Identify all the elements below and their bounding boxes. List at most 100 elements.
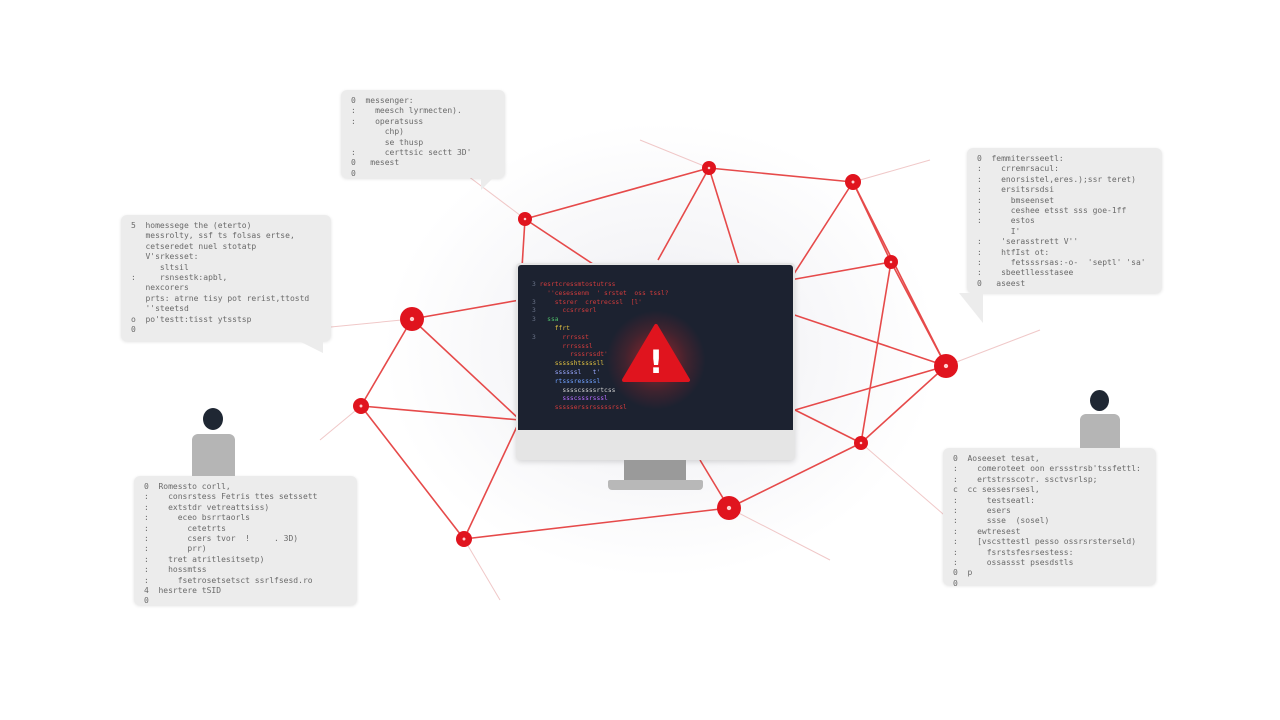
- code-line: 4 hesrtere tSID: [144, 586, 222, 596]
- network-edge: [708, 167, 854, 183]
- monitor-neck: [624, 460, 686, 482]
- code-text: rrrssst: [539, 333, 589, 341]
- line-number: [532, 325, 540, 332]
- user-icon: [192, 408, 235, 476]
- line-number: [532, 290, 540, 297]
- code-line: 0: [351, 168, 356, 178]
- code-text: ffrt: [539, 324, 570, 332]
- code-text: ssssserssrsssssrssl: [539, 404, 627, 412]
- screen-code-line: rtsssressssl: [532, 378, 669, 387]
- network-edge: [728, 442, 862, 509]
- screen-code-line: 3 ccsrrserl: [532, 307, 669, 316]
- code-line: : ssse (sosel): [953, 516, 1050, 526]
- network-edge: [411, 318, 521, 421]
- code-line: prts: atrne tisy pot rerist,ttostd: [131, 293, 310, 303]
- code-text: resrtcressmtostutrss: [539, 281, 616, 288]
- person-body: [192, 434, 235, 476]
- network-node-center: [726, 505, 732, 511]
- code-line: 5 homessege the (eterto): [131, 221, 252, 230]
- screen-code-line: sssscssssrtcss: [532, 387, 669, 396]
- code-line: : rsnsestk:apbl,: [131, 273, 228, 283]
- code-text: ssscsssrsssl: [539, 395, 608, 403]
- code-line: : 'serasstrett V'': [977, 237, 1079, 247]
- code-text: ssa: [539, 316, 559, 324]
- network-edge-faint: [852, 159, 931, 183]
- code-line: 0 Romessto corll,: [144, 482, 231, 491]
- bubble-tail: [959, 293, 983, 323]
- code-line: 0 messenger:: [351, 96, 414, 105]
- person-head: [203, 408, 223, 430]
- network-edge-faint: [639, 139, 710, 169]
- code-bubble-bottom-right: 0 Aoseeset tesat,: comeroteet oon erssst…: [943, 448, 1156, 588]
- code-line: : fsrstsfesrsestess:: [953, 547, 1074, 557]
- code-line: 0 mesest: [351, 158, 400, 168]
- network-node-center: [359, 404, 363, 408]
- code-line: messrolty, ssf ts folsas ertse,: [131, 231, 295, 241]
- code-text: rsssrssdt': [539, 351, 608, 359]
- code-lines: 0 messenger:: meesch lyrmecten).: operat…: [351, 96, 495, 179]
- code-line: nexcorers: [131, 283, 189, 293]
- code-line: : comeroteet oon erssstrsb'tssfettl:: [953, 464, 1141, 474]
- network-node-center: [851, 180, 855, 184]
- network-edge: [852, 181, 947, 367]
- bubble-tail: [481, 178, 493, 190]
- code-line: c cc sessesrsesl,: [953, 485, 1040, 495]
- code-line: 0 femmitersseetl:: [977, 154, 1064, 163]
- bubble-tail: [299, 341, 323, 353]
- line-number: [532, 360, 540, 367]
- code-line: cetseredet nuel stotatp: [131, 241, 257, 251]
- network-node-center: [707, 166, 711, 170]
- person-body: [1080, 414, 1120, 448]
- line-number: [532, 387, 540, 394]
- code-line: : htfIst ot:: [977, 247, 1050, 257]
- code-lines: 0 Aoseeset tesat,: comeroteet oon erssst…: [953, 454, 1146, 589]
- network-edge-faint: [860, 442, 951, 521]
- code-line: : csers tvor ! . 3D): [144, 534, 299, 544]
- network-node-center: [943, 363, 949, 369]
- network-node-center: [889, 260, 893, 264]
- screen-code-line: 3 ssa: [532, 316, 669, 325]
- code-line: : operatsuss: [351, 116, 424, 126]
- network-edge: [860, 261, 892, 444]
- code-bubble-right: 0 femmitersseetl:: crremrsacul:: enorsis…: [959, 148, 1162, 323]
- screen-code-line: 3 resrtcressmtostutrss: [532, 281, 669, 290]
- network-edge: [657, 167, 710, 261]
- network-edge: [411, 299, 521, 320]
- network-edge: [463, 507, 730, 540]
- code-line: V'srkesset:: [131, 252, 199, 262]
- code-bubble-left: 5 homessege the (eterto) messrolty, ssf …: [121, 215, 331, 353]
- code-line: : enorsistel,eres.);ssr teret): [977, 174, 1136, 184]
- network-edge-faint: [319, 405, 362, 441]
- code-line: : esers: [953, 506, 1011, 516]
- screen-code-line: 3 stsrer cretrecssl [l': [532, 299, 669, 308]
- network-node-center: [523, 217, 527, 221]
- network-edge-faint: [463, 538, 501, 601]
- code-line: o po'testt:tisst ytsstsp: [131, 314, 252, 324]
- line-number: 3: [532, 298, 540, 306]
- code-line: : extstdr vetreattsiss): [144, 502, 270, 512]
- code-line: ''steetsd: [131, 304, 189, 314]
- network-edge-faint: [945, 329, 1041, 367]
- screen-code-line: ssssshtssssll: [532, 360, 669, 369]
- line-number: [532, 395, 540, 402]
- line-number: 3: [532, 333, 540, 341]
- code-line: : crremrsacul:: [977, 164, 1059, 174]
- code-line: 0: [131, 325, 136, 335]
- line-number: [532, 404, 540, 411]
- code-line: : eceo bsrrtaorls: [144, 513, 250, 523]
- code-lines: 0 femmitersseetl:: crremrsacul:: enorsis…: [977, 154, 1152, 289]
- network-edge-faint: [459, 169, 526, 220]
- code-text: ccsrrserl: [539, 307, 597, 315]
- network-edge: [794, 409, 862, 444]
- line-number: 3: [532, 316, 540, 324]
- person-head: [1090, 390, 1109, 411]
- code-text: rtsssressssl: [539, 377, 601, 385]
- code-text: ''cesessenm ' srstet oss tssl?: [539, 289, 669, 297]
- network-node-center: [859, 441, 863, 445]
- network-edge: [463, 419, 521, 540]
- code-lines: 5 homessege the (eterto) messrolty, ssf …: [131, 221, 321, 335]
- code-line: : testseatl:: [953, 495, 1035, 505]
- code-line: : ewtresest: [953, 526, 1021, 536]
- code-line: : certtsic sectt 3D': [351, 148, 472, 158]
